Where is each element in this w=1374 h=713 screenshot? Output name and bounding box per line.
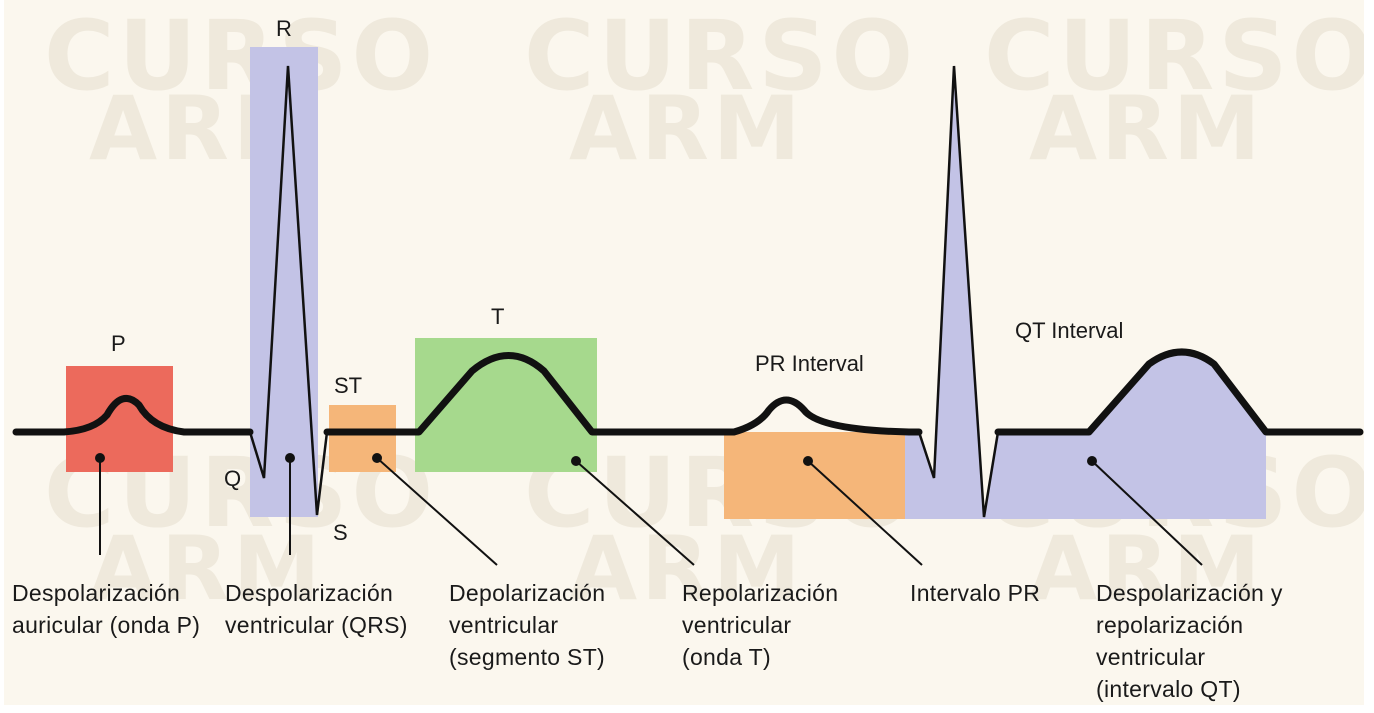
watermark-arm-3: ARM: [1029, 77, 1265, 180]
ecg-trace-layer: [12, 65, 1364, 566]
watermark-curso-1: CURSO: [44, 0, 438, 112]
qrs-complex-trace: [248, 65, 329, 516]
label-r: R: [276, 16, 292, 41]
label-pr-interval: PR Interval: [755, 351, 864, 376]
leader-st: [376, 457, 498, 566]
watermark-arm-6: ARM: [1029, 517, 1265, 620]
ecg-trace-first-beat: [12, 394, 254, 436]
watermark-curso-2: CURSO: [524, 0, 918, 112]
dot-p-wave: [95, 453, 105, 463]
dot-pr: [803, 456, 813, 466]
ecg-trace-st-t-pr: [323, 352, 923, 436]
label-s: S: [333, 520, 348, 545]
dot-qrs: [285, 453, 295, 463]
dot-st: [372, 453, 382, 463]
caption-st: Depolarización ventricular (segmento ST): [449, 580, 606, 670]
dot-qt: [1087, 456, 1097, 466]
watermark-arm-2: ARM: [569, 77, 805, 180]
label-t: T: [491, 304, 505, 329]
watermark-arm-5: ARM: [569, 517, 805, 620]
caption-t-wave: Repolarización ventricular (onda T): [682, 580, 839, 670]
label-qt-interval: QT Interval: [1015, 318, 1124, 343]
leader-pr: [807, 460, 923, 566]
caption-qrs: Despolarización ventricular (QRS): [225, 580, 408, 638]
ecg-diagram: CURSO ARM CURSO ARM CURSO ARM CURSO ARM …: [4, 0, 1364, 705]
leader-qt: [1091, 460, 1203, 566]
ecg-trace-qt-wave: [994, 348, 1364, 436]
pr-interval-box: [724, 432, 905, 519]
dot-t-wave: [571, 456, 581, 466]
second-qrs-trace: [917, 65, 1000, 518]
caption-p-wave: Despolarización auricular (onda P): [12, 580, 201, 638]
label-st: ST: [334, 373, 363, 398]
qt-interval-region: [905, 66, 1266, 519]
caption-qt: Despolarización y repolarización ventric…: [1096, 580, 1283, 702]
st-segment-box: [329, 405, 396, 472]
label-p: P: [111, 331, 126, 356]
label-q: Q: [224, 466, 242, 491]
watermark-curso-3: CURSO: [984, 0, 1364, 112]
caption-pr: Intervalo PR: [910, 580, 1041, 606]
watermark-arm-4: ARM: [89, 517, 325, 620]
leader-t-wave: [575, 460, 695, 566]
